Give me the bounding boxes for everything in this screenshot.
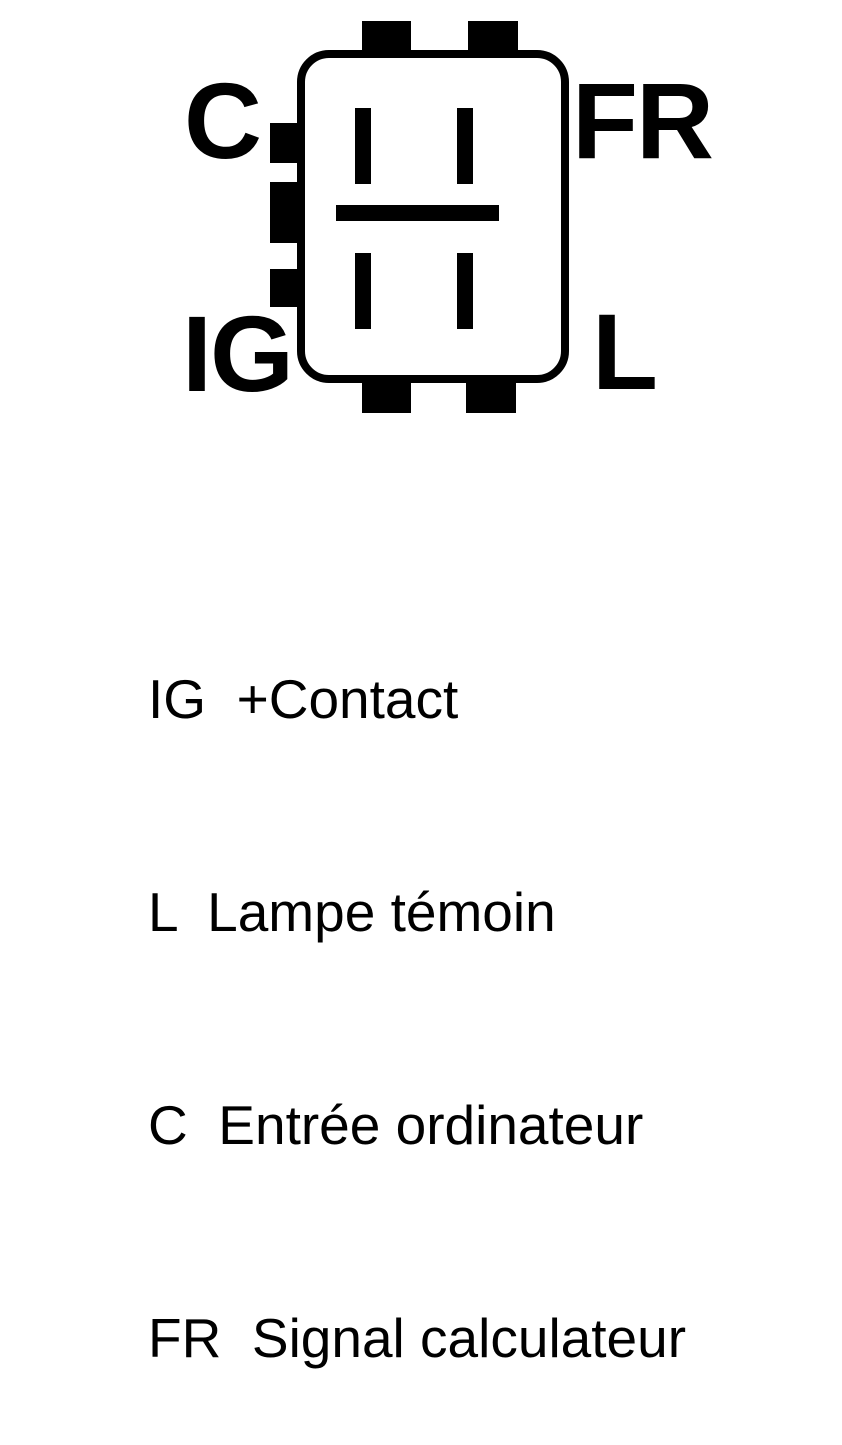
label-ig: IG [182, 293, 294, 414]
side-tab [270, 123, 300, 163]
label-c: C [184, 60, 262, 181]
legend-code: C [148, 1094, 188, 1156]
legend-item: FR Signal calculateur [148, 1303, 686, 1374]
legend-desc: Lampe témoin [207, 881, 556, 943]
pin-l [457, 253, 473, 329]
legend-desc: +Contact [236, 668, 459, 730]
top-tab [362, 21, 411, 53]
pin-bar [336, 205, 499, 221]
legend-desc: Entrée ordinateur [218, 1094, 644, 1156]
legend-code: FR [148, 1307, 222, 1369]
legend-item: IG +Contact [148, 664, 686, 735]
connector-diagram [270, 21, 569, 413]
pin-c [457, 108, 473, 184]
legend: IG +Contact L Lampe témoin C Entrée ordi… [148, 522, 686, 1445]
legend-code: IG [148, 668, 207, 730]
side-tab [270, 182, 300, 243]
bottom-tab [362, 380, 411, 413]
legend-code: L [148, 881, 177, 943]
pin-fr [355, 108, 371, 184]
label-l: L [592, 291, 658, 412]
label-fr: FR [572, 60, 714, 181]
top-tab [468, 21, 518, 53]
legend-item: L Lampe témoin [148, 877, 686, 948]
legend-desc: Signal calculateur [251, 1307, 687, 1369]
pin-ig [355, 253, 371, 329]
legend-item: C Entrée ordinateur [148, 1090, 686, 1161]
bottom-tab [466, 380, 516, 413]
side-tab [270, 269, 300, 307]
